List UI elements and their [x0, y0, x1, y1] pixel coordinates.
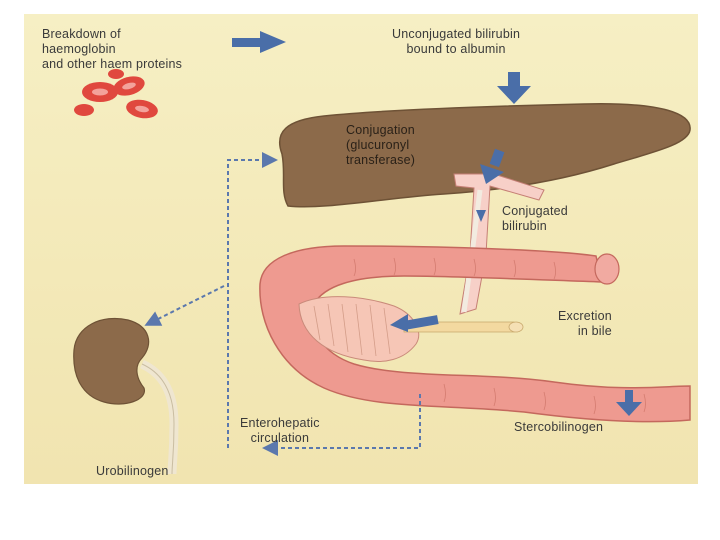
label-conjugation: Conjugation (glucuronyl transferase) — [346, 123, 415, 168]
kidney — [74, 318, 174, 474]
arrow-to-liver — [497, 72, 531, 104]
bile-duct — [454, 174, 544, 314]
label-enterohepatic: Enterohepatic circulation — [240, 416, 320, 446]
label-unconjugated: Unconjugated bilirubin bound to albumin — [392, 27, 520, 57]
label-urobilinogen: Urobilinogen — [96, 464, 169, 479]
label-stercobilinogen: Stercobilinogen — [514, 420, 603, 435]
arrow-to-albumin — [232, 31, 286, 53]
diagram-artwork — [24, 14, 698, 484]
bilirubin-metabolism-figure: Breakdown of haemoglobin and other haem … — [24, 14, 698, 484]
label-excretion: Excretion in bile — [558, 309, 612, 339]
label-conjugated: Conjugated bilirubin — [502, 204, 568, 234]
red-blood-cells — [74, 69, 159, 121]
label-breakdown: Breakdown of haemoglobin and other haem … — [42, 27, 182, 72]
